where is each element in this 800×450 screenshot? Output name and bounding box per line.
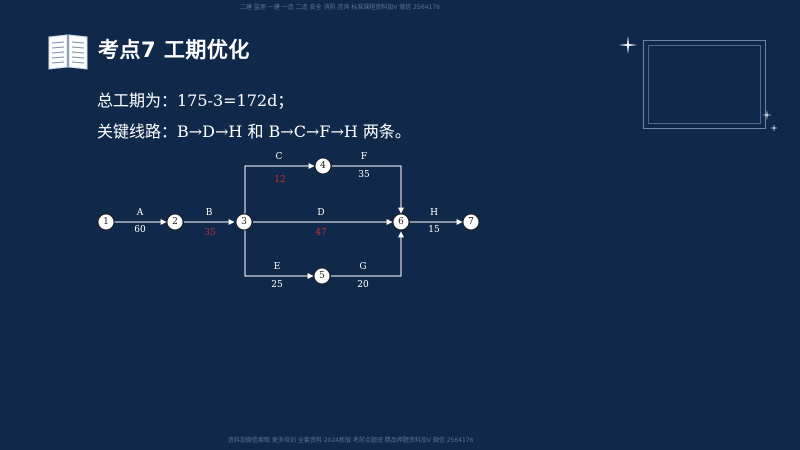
node-5: 5 — [313, 267, 331, 285]
total-duration-text: 总工期为：175-3=172d； — [97, 91, 294, 110]
node-1: 1 — [97, 213, 115, 231]
activity-label-B: B — [206, 208, 213, 218]
svg-text:3: 3 — [241, 217, 247, 227]
edge-E — [244, 230, 314, 279]
watermark-bottom: 资料加微信索取 更多培训 全套资料 2024新版 考前点题班 精品押题资料加V … — [228, 437, 474, 444]
edge-F — [332, 165, 404, 214]
svg-text:2: 2 — [172, 217, 178, 227]
activity-label-G: G — [359, 262, 366, 272]
svg-text:6: 6 — [398, 217, 404, 227]
activity-duration-B: 35 — [204, 228, 216, 238]
node-7: 7 — [462, 213, 480, 231]
activity-duration-G: 20 — [357, 280, 369, 290]
edge-C — [244, 163, 315, 214]
edge-G — [331, 231, 404, 277]
activity-duration-A: 60 — [134, 225, 146, 235]
activity-duration-C: 12 — [274, 175, 285, 185]
svg-text:4: 4 — [320, 161, 326, 171]
node-6: 6 — [392, 213, 410, 231]
sparkle-icon — [619, 36, 637, 54]
svg-text:1: 1 — [103, 217, 109, 227]
activity-label-A: A — [136, 208, 144, 218]
activity-label-E: E — [274, 262, 281, 272]
activity-label-D: D — [317, 208, 324, 218]
sparkle-icon — [762, 110, 772, 120]
activity-duration-E: 25 — [271, 280, 283, 290]
node-4: 4 — [314, 157, 332, 175]
node-2: 2 — [166, 213, 184, 231]
activity-label-F: F — [361, 152, 367, 162]
activity-duration-D: 47 — [315, 228, 327, 238]
critical-path-text: 关键线路：B→D→H 和 B→C→F→H 两条。 — [97, 122, 411, 141]
svg-text:5: 5 — [319, 271, 325, 281]
watermark-top: 二建 监理 一建 一造 二造 安全 消防 咨询 标准课程资料加V 微信 2564… — [240, 4, 440, 11]
activity-label-H: H — [430, 208, 438, 218]
activity-duration-H: 15 — [428, 225, 440, 235]
sparkle-icon — [770, 124, 778, 132]
activity-duration-F: 35 — [358, 170, 370, 180]
video-frame — [643, 40, 766, 129]
open-book-icon — [48, 34, 88, 70]
node-3: 3 — [235, 213, 253, 231]
svg-text:7: 7 — [468, 217, 474, 227]
activity-label-C: C — [276, 152, 283, 162]
page-title: 考点7 工期优化 — [98, 38, 250, 62]
